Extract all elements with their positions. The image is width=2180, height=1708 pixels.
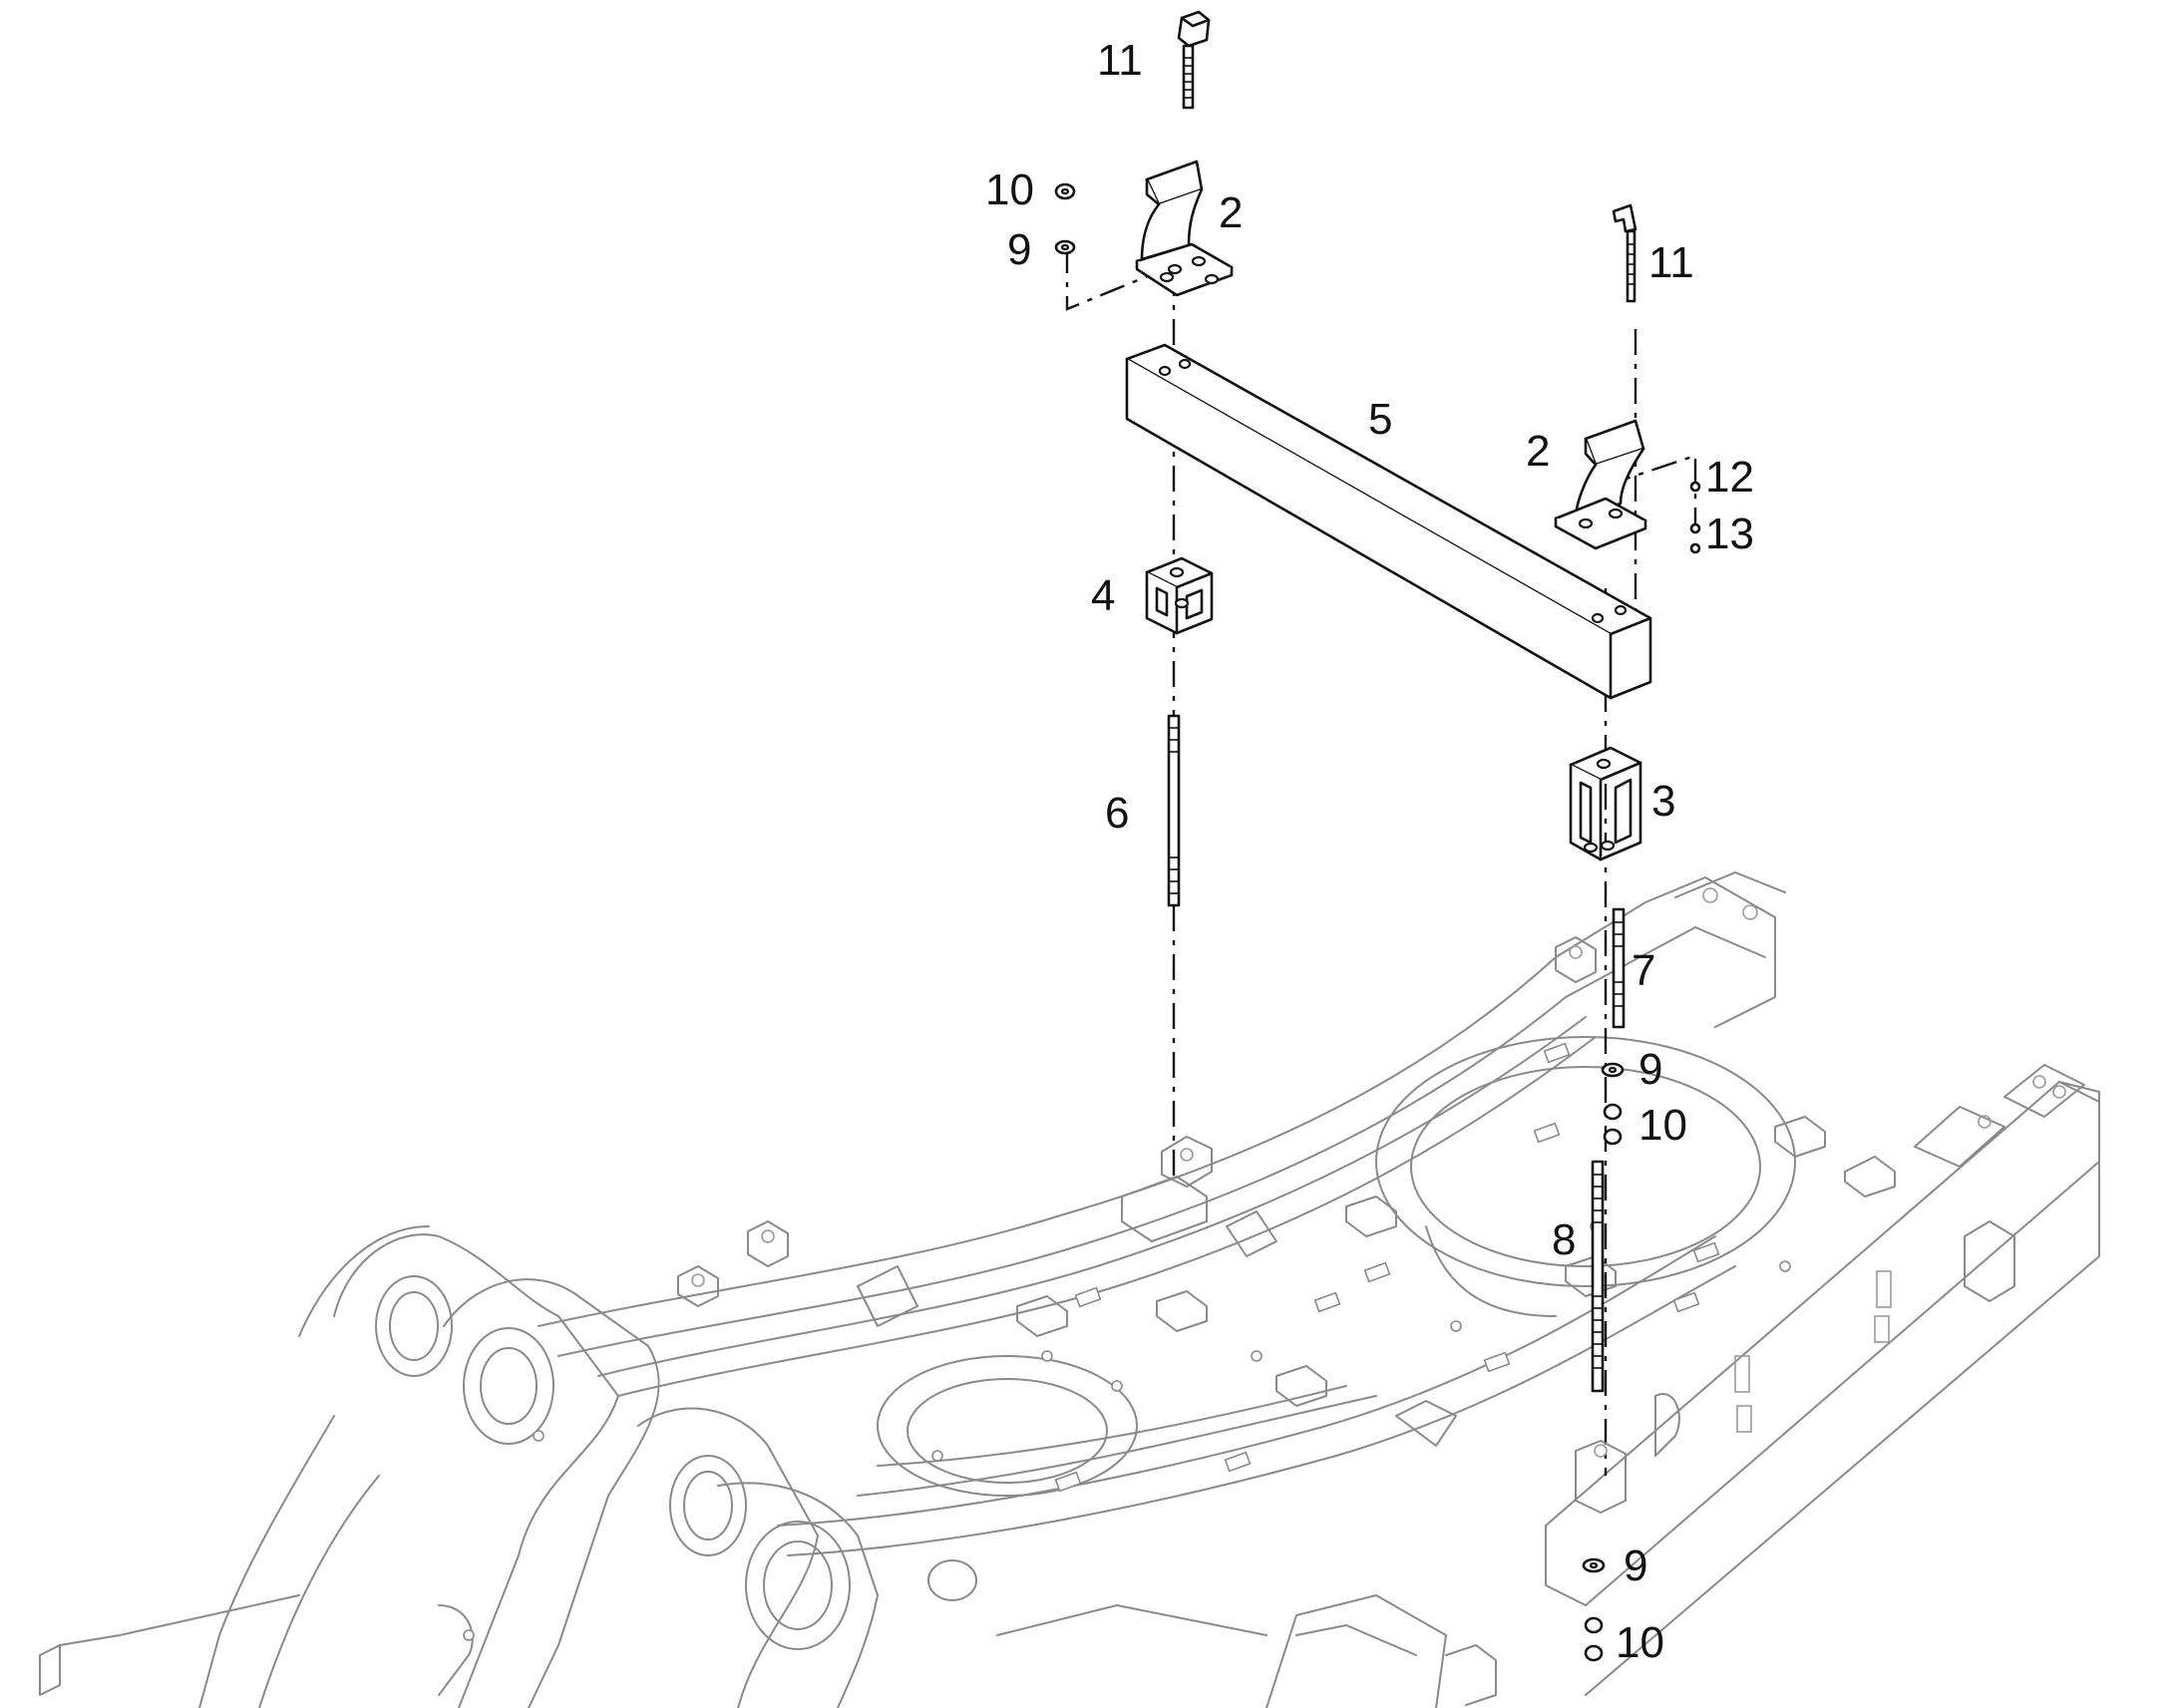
part-8-rod	[1591, 1160, 1605, 1393]
callout-10-mid: 10	[1638, 1101, 1687, 1150]
part-11-right	[1612, 203, 1637, 303]
part-9-washer-bottom	[1582, 1557, 1606, 1573]
callout-11-right: 11	[1648, 238, 1694, 287]
lower-side-member	[777, 1235, 1736, 1556]
callout-4: 4	[1091, 571, 1115, 620]
callout-8: 8	[1552, 1215, 1576, 1264]
callout-11-left: 11	[1097, 36, 1143, 85]
callout-12: 12	[1705, 453, 1754, 502]
lower-mount-block	[1575, 1440, 1627, 1514]
part-9-washer-mid	[1601, 1062, 1625, 1078]
callout-9-mid: 9	[1638, 1045, 1662, 1094]
callout-9-bottom: 9	[1624, 1541, 1647, 1590]
left-side-member	[538, 956, 1597, 1397]
callout-labels: 11 10 9 2 11 5 2 12 13 4 3 6 7 9 10 8 9 …	[985, 36, 1754, 1667]
washer-axis-left	[1065, 247, 1178, 311]
chassis-frame	[39, 871, 2100, 1708]
callout-3: 3	[1651, 777, 1675, 826]
callout-10-bottom: 10	[1616, 1618, 1664, 1667]
part-7-rod	[1612, 907, 1626, 1029]
part-3-spacer	[1569, 746, 1642, 861]
part-5-beam	[1125, 343, 1652, 700]
part-11-left	[1177, 10, 1211, 110]
callout-2-right: 2	[1526, 427, 1550, 476]
part-10-nut-mid	[1603, 1103, 1623, 1146]
part-4-spacer	[1145, 556, 1214, 635]
part-12-nut	[1689, 481, 1701, 493]
part-6-rod	[1167, 714, 1181, 907]
part-2-right-bracket	[1554, 419, 1647, 550]
callout-5: 5	[1368, 395, 1392, 444]
callout-13: 13	[1705, 510, 1754, 558]
callout-9-left: 9	[1007, 225, 1031, 274]
callout-6: 6	[1105, 789, 1129, 838]
lower-cross-plate	[996, 1594, 1497, 1708]
center-ring	[1375, 1036, 1796, 1317]
callout-7: 7	[1632, 946, 1655, 995]
part-10-nut-bottom	[1584, 1616, 1604, 1662]
callout-10-left: 10	[985, 166, 1034, 214]
part-2-left-bracket	[1135, 160, 1234, 297]
part-13-washer	[1689, 522, 1701, 554]
part-10-nut-left	[1054, 182, 1076, 200]
front-arms	[39, 1225, 977, 1708]
upper-cross-member	[1555, 871, 1786, 1028]
right-side-member	[1545, 1064, 2100, 1696]
callout-2-left: 2	[1219, 188, 1243, 237]
part-9-washer-left	[1054, 239, 1076, 255]
